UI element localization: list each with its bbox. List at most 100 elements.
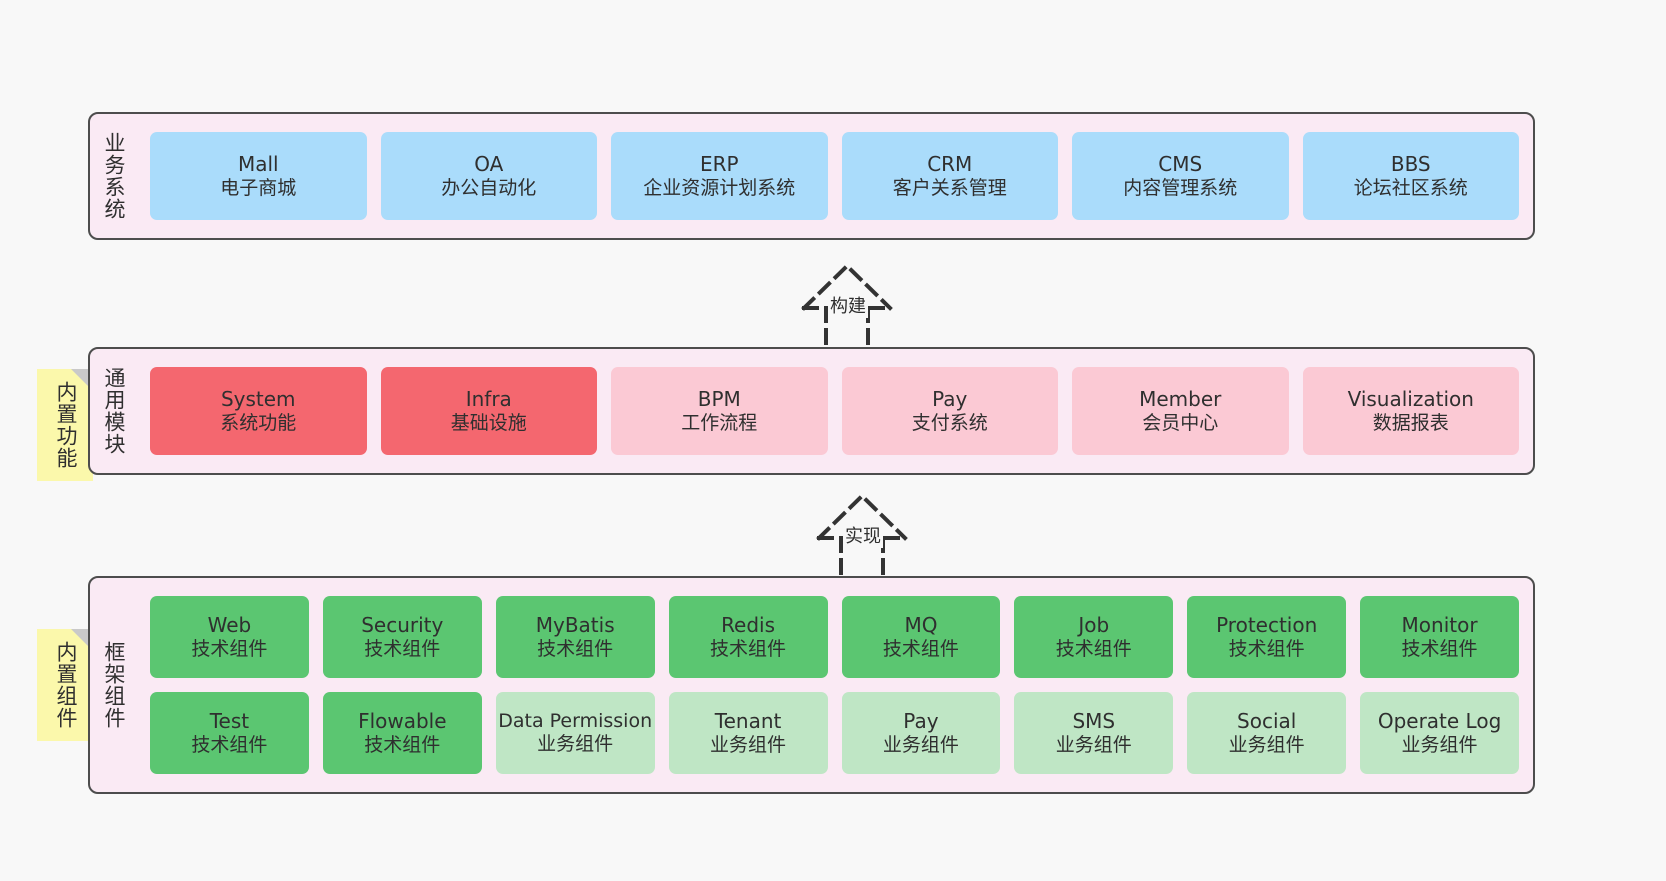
layer-body-common-modules: System 系统功能 Infra 基础设施 BPM 工作流程 Pay 支付系统… <box>136 349 1533 473</box>
card-name: Mall <box>237 152 279 177</box>
card-subtitle: 技术组件 <box>1401 637 1478 660</box>
card-row: Web 技术组件 Security 技术组件 MyBatis 技术组件 Redi… <box>150 596 1519 678</box>
card-erp[interactable]: ERP 企业资源计划系统 <box>611 132 828 220</box>
note-label: 内置组件 <box>53 641 78 729</box>
layer-title-common-modules: 通用模块 <box>101 367 126 455</box>
card-infra[interactable]: Infra 基础设施 <box>380 367 597 455</box>
connector-build: 构建 <box>760 258 910 352</box>
card-sms[interactable]: SMS 业务组件 <box>1014 692 1174 774</box>
layer-framework-components: 框架组件 Web 技术组件 Security 技术组件 MyBatis 技术组件… <box>88 576 1535 794</box>
card-name: BBS <box>1390 152 1431 177</box>
layer-body-framework-components: Web 技术组件 Security 技术组件 MyBatis 技术组件 Redi… <box>136 578 1533 792</box>
card-row: System 系统功能 Infra 基础设施 BPM 工作流程 Pay 支付系统… <box>150 367 1519 455</box>
card-oa[interactable]: OA 办公自动化 <box>380 132 597 220</box>
card-subtitle: 客户关系管理 <box>892 176 1007 199</box>
card-crm[interactable]: CRM 客户关系管理 <box>841 132 1058 220</box>
note-builtin-components: 内置组件 <box>37 629 93 741</box>
card-cms[interactable]: CMS 内容管理系统 <box>1072 132 1289 220</box>
card-subtitle: 技术组件 <box>1055 637 1132 660</box>
note-label: 内置功能 <box>53 381 78 469</box>
card-row: Test 技术组件 Flowable 技术组件 Data Permission … <box>150 692 1519 774</box>
card-name: MyBatis <box>535 613 615 638</box>
card-name: SMS <box>1072 709 1116 734</box>
card-subtitle: 论坛社区系统 <box>1353 176 1468 199</box>
card-subtitle: 数据报表 <box>1372 411 1449 434</box>
card-name: Security <box>361 613 444 638</box>
card-subtitle: 技术组件 <box>191 637 268 660</box>
card-subtitle: 业务组件 <box>882 733 959 756</box>
connector-implement-label: 实现 <box>843 522 883 548</box>
card-subtitle: 技术组件 <box>710 637 787 660</box>
card-name: Visualization <box>1347 387 1474 412</box>
card-subtitle: 技术组件 <box>882 637 959 660</box>
card-name: Operate Log <box>1377 709 1502 734</box>
card-subtitle: 业务组件 <box>1055 733 1132 756</box>
card-name: MQ <box>904 613 938 638</box>
card-mybatis[interactable]: MyBatis 技术组件 <box>495 596 655 678</box>
card-monitor[interactable]: Monitor 技术组件 <box>1360 596 1519 678</box>
card-test[interactable]: Test 技术组件 <box>150 692 309 774</box>
card-name: Test <box>209 709 250 734</box>
layer-common-modules: 通用模块 System 系统功能 Infra 基础设施 BPM 工作流程 Pay… <box>88 347 1535 475</box>
card-subtitle: 内容管理系统 <box>1123 176 1238 199</box>
card-tenant[interactable]: Tenant 业务组件 <box>668 692 828 774</box>
card-name: Data Permission <box>498 709 653 732</box>
layer-title-framework-components: 框架组件 <box>101 641 126 729</box>
card-subtitle: 电子商城 <box>220 176 297 199</box>
card-subtitle: 业务组件 <box>1228 733 1305 756</box>
card-data-permission[interactable]: Data Permission 业务组件 <box>495 692 655 774</box>
card-name: BPM <box>697 387 741 412</box>
card-row: Mall 电子商城 OA 办公自动化 ERP 企业资源计划系统 CRM 客户关系… <box>150 132 1519 220</box>
card-subtitle: 技术组件 <box>1228 637 1305 660</box>
card-subtitle: 技术组件 <box>364 637 441 660</box>
card-redis[interactable]: Redis 技术组件 <box>668 596 828 678</box>
card-subtitle: 业务组件 <box>1401 733 1478 756</box>
card-member[interactable]: Member 会员中心 <box>1072 367 1289 455</box>
card-name: Social <box>1237 709 1297 734</box>
card-visualization[interactable]: Visualization 数据报表 <box>1302 367 1519 455</box>
implement-arrow-head <box>816 493 908 541</box>
card-name: CMS <box>1158 152 1203 177</box>
card-bbs[interactable]: BBS 论坛社区系统 <box>1302 132 1519 220</box>
card-flowable[interactable]: Flowable 技术组件 <box>322 692 482 774</box>
card-name: Flowable <box>358 709 447 734</box>
card-subtitle: 工作流程 <box>681 411 758 434</box>
card-security[interactable]: Security 技术组件 <box>322 596 482 678</box>
card-subtitle: 技术组件 <box>191 733 268 756</box>
card-name: Web <box>207 613 252 638</box>
card-operate-log[interactable]: Operate Log 业务组件 <box>1360 692 1519 774</box>
card-name: CRM <box>927 152 973 177</box>
card-job[interactable]: Job 技术组件 <box>1014 596 1174 678</box>
card-name: Infra <box>465 387 512 412</box>
card-name: Pay <box>932 387 968 412</box>
card-name: Protection <box>1216 613 1318 638</box>
card-name: Redis <box>721 613 776 638</box>
layer-title-business-system: 业务系统 <box>101 132 126 220</box>
card-pay-component[interactable]: Pay 业务组件 <box>841 692 1001 774</box>
card-bpm[interactable]: BPM 工作流程 <box>611 367 828 455</box>
card-subtitle: 技术组件 <box>537 637 614 660</box>
card-name: Job <box>1078 613 1110 638</box>
card-mall[interactable]: Mall 电子商城 <box>150 132 367 220</box>
card-name: OA <box>474 152 504 177</box>
card-system[interactable]: System 系统功能 <box>150 367 367 455</box>
connector-implement: 实现 <box>775 488 925 582</box>
card-protection[interactable]: Protection 技术组件 <box>1187 596 1347 678</box>
layer-body-business-system: Mall 电子商城 OA 办公自动化 ERP 企业资源计划系统 CRM 客户关系… <box>136 114 1533 238</box>
card-pay-module[interactable]: Pay 支付系统 <box>841 367 1058 455</box>
card-name: Member <box>1139 387 1222 412</box>
card-subtitle: 系统功能 <box>220 411 297 434</box>
card-web[interactable]: Web 技术组件 <box>150 596 309 678</box>
card-name: System <box>220 387 296 412</box>
card-social[interactable]: Social 业务组件 <box>1187 692 1347 774</box>
card-subtitle: 支付系统 <box>911 411 988 434</box>
layer-business-system: 业务系统 Mall 电子商城 OA 办公自动化 ERP 企业资源计划系统 CRM… <box>88 112 1535 240</box>
card-subtitle: 企业资源计划系统 <box>643 176 796 199</box>
card-name: Tenant <box>714 709 782 734</box>
build-arrow-head <box>801 263 893 311</box>
note-fold-corner-icon <box>71 369 93 391</box>
card-mq[interactable]: MQ 技术组件 <box>841 596 1001 678</box>
card-subtitle: 基础设施 <box>450 411 527 434</box>
card-name: Pay <box>903 709 939 734</box>
